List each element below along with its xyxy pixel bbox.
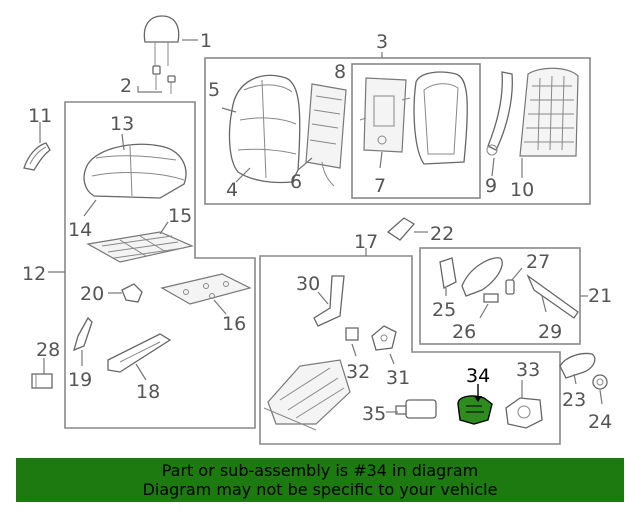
part-31-sensor[interactable]: [371, 325, 397, 351]
callout-32: 32: [346, 361, 370, 383]
callout-3: 3: [376, 31, 388, 53]
part-19-side-cover[interactable]: [73, 316, 93, 352]
part-34-arrow: [474, 396, 482, 402]
callout-18: 18: [136, 381, 160, 403]
part-26-knob[interactable]: [483, 293, 499, 303]
callout-34-highlighted: 34: [466, 365, 490, 387]
callout-7: 7: [374, 175, 386, 197]
callout-11: 11: [28, 105, 52, 127]
part-seat-track-frame[interactable]: [263, 359, 351, 431]
part-23-lever[interactable]: [559, 352, 596, 379]
callout-5: 5: [208, 79, 220, 101]
callout-26: 26: [452, 321, 476, 343]
part-22-handle[interactable]: [386, 217, 416, 241]
callout-33: 33: [516, 359, 540, 381]
part-27-knob[interactable]: [505, 279, 515, 295]
seat-parts-diagram: 1 2 3 4 5 6 7 8 9 10 11 12 13 14 15 16 1…: [22, 15, 612, 445]
box-track-group-17: [259, 255, 561, 445]
part-2-guides[interactable]: [152, 65, 176, 94]
part-28-bracket[interactable]: [31, 373, 53, 389]
part-15-cushion-mat[interactable]: [86, 231, 194, 263]
callout-16: 16: [222, 313, 246, 335]
part-side-cover[interactable]: [461, 257, 503, 297]
part-13-seat-cushion[interactable]: [83, 143, 187, 199]
callout-21: 21: [588, 285, 612, 307]
banner-line-2: Diagram may not be specific to your vehi…: [142, 480, 498, 499]
part-25-switch[interactable]: [439, 257, 457, 289]
part-6-seatback-mat[interactable]: [305, 83, 347, 187]
callout-28: 28: [36, 339, 60, 361]
part-33-actuator[interactable]: [505, 397, 543, 429]
part-18-rail-cover[interactable]: [107, 333, 172, 373]
callout-25: 25: [432, 299, 456, 321]
banner-line-1: Part or sub-assembly is #34 in diagram: [161, 461, 479, 480]
callout-13: 13: [110, 113, 134, 135]
part-9-side-rail[interactable]: [486, 71, 513, 156]
callout-35: 35: [362, 403, 386, 425]
callout-20: 20: [80, 283, 104, 305]
callout-8: 8: [334, 61, 346, 83]
part-29-trim-strip[interactable]: [526, 274, 579, 319]
callout-27: 27: [526, 251, 550, 273]
part-35-motor[interactable]: [395, 399, 437, 419]
part-32-connector[interactable]: [345, 327, 359, 341]
callout-23: 23: [562, 389, 586, 411]
box-seatback-group-3: [204, 57, 591, 205]
callout-31: 31: [386, 367, 410, 389]
part-10-back-panel[interactable]: [519, 67, 579, 157]
part-34-highlighted[interactable]: [457, 395, 493, 425]
callout-17: 17: [354, 231, 378, 253]
callout-19: 19: [68, 369, 92, 391]
callout-10: 10: [510, 179, 534, 201]
callout-2: 2: [120, 75, 132, 97]
part-16-seat-pan[interactable]: [160, 273, 252, 305]
callout-15: 15: [168, 205, 192, 227]
part-1-headrest[interactable]: [143, 15, 180, 66]
part-20-clip[interactable]: [121, 283, 143, 303]
callout-12: 12: [22, 263, 46, 285]
callout-4: 4: [226, 179, 238, 201]
box-cushion-group-12: [64, 101, 256, 429]
callout-1: 1: [200, 30, 212, 52]
part-seatback-frame[interactable]: [413, 71, 468, 165]
info-banner: Part or sub-assembly is #34 in diagram D…: [16, 458, 624, 502]
part-30-bracket[interactable]: [313, 275, 345, 327]
part-11-trim[interactable]: [23, 142, 51, 171]
part-4-seatback-cover[interactable]: [228, 74, 301, 184]
callout-22: 22: [430, 223, 454, 245]
callout-6: 6: [290, 171, 302, 193]
callout-14: 14: [68, 219, 92, 241]
box-frame-subgroup-8: [351, 63, 481, 199]
callout-9: 9: [485, 175, 497, 197]
part-7-lumbar-assembly[interactable]: [359, 77, 411, 153]
callout-24: 24: [588, 411, 612, 433]
callout-29: 29: [538, 321, 562, 343]
callout-30: 30: [296, 273, 320, 295]
part-24-cap[interactable]: [592, 374, 608, 390]
